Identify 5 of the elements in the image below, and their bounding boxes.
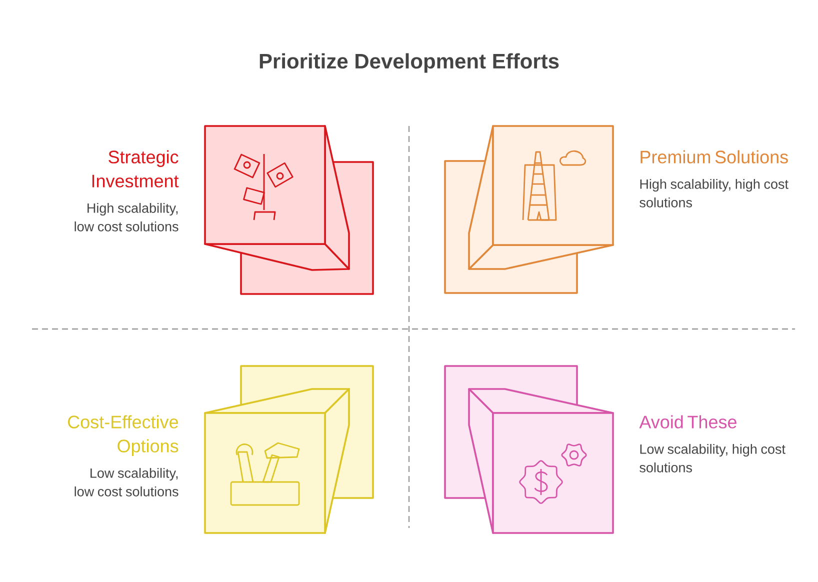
quadrant-label: Avoid These Low scalability, high cost solutions [639, 415, 786, 472]
quadrant-label: Cost-Effective Options Low scalability, low cost solutions [68, 415, 178, 496]
title: Prioritize Development Efforts [260, 53, 559, 73]
quadrant-label: Strategic Investment High scalability, low cost solutions [74, 150, 179, 232]
quadrant-label: Premium Solutions High scalability, high cost solutions [640, 150, 788, 208]
